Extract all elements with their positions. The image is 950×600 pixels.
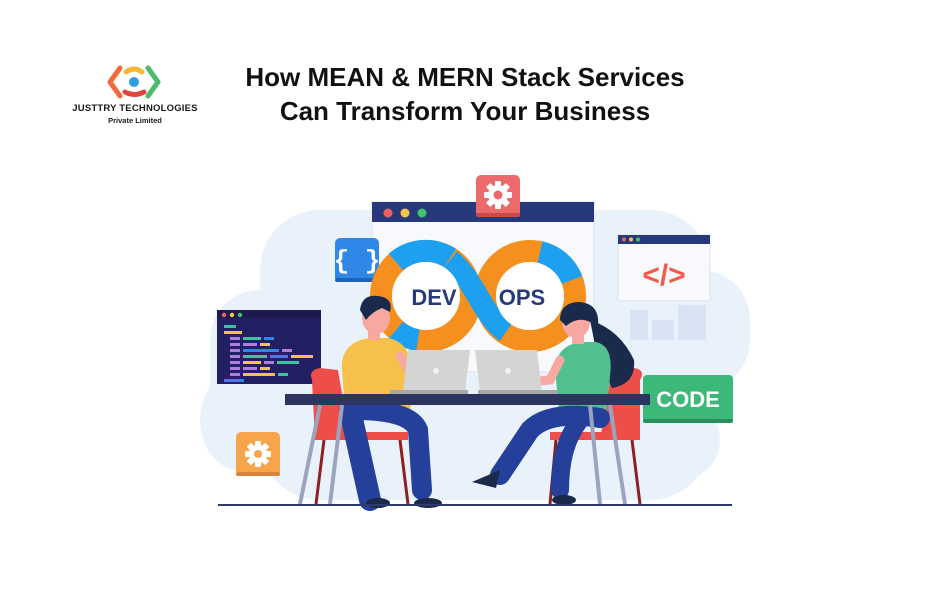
code-tag-icon: </> bbox=[642, 259, 685, 292]
gear-icon-red bbox=[476, 175, 520, 217]
braces-icon: { } bbox=[334, 238, 381, 282]
svg-text:{ }: { } bbox=[334, 246, 381, 276]
background-buildings bbox=[630, 305, 706, 340]
title-line-2: Can Transform Your Business bbox=[279, 96, 651, 126]
company-logo: JUSTTRY TECHNOLOGIES Private Limited bbox=[60, 60, 210, 130]
title-line-1: How MEAN & MERN Stack Services bbox=[245, 62, 685, 92]
company-name: JUSTTRY TECHNOLOGIES bbox=[72, 103, 198, 114]
code-badge: CODE bbox=[643, 375, 733, 423]
devops-infinity-logo: DEV OPS bbox=[370, 239, 586, 352]
page-title: How MEAN & MERN Stack Services Can Trans… bbox=[210, 60, 720, 128]
devops-illustration: { } DEV OPS </> bbox=[200, 170, 760, 515]
logo-mark-icon bbox=[107, 65, 161, 99]
illustration-canvas: { } DEV OPS </> bbox=[200, 175, 750, 511]
laptop-right bbox=[475, 350, 558, 394]
company-tagline: Private Limited bbox=[108, 116, 162, 125]
floor-line bbox=[218, 504, 732, 506]
laptop-left bbox=[390, 350, 470, 394]
svg-text:CODE: CODE bbox=[656, 387, 720, 412]
gear-icon-orange bbox=[236, 432, 280, 476]
desk bbox=[285, 394, 650, 505]
devops-dev-label: DEV bbox=[411, 285, 457, 310]
code-editor-window bbox=[217, 310, 321, 384]
devops-ops-label: OPS bbox=[499, 285, 545, 310]
code-tag-window: </> bbox=[617, 234, 711, 302]
